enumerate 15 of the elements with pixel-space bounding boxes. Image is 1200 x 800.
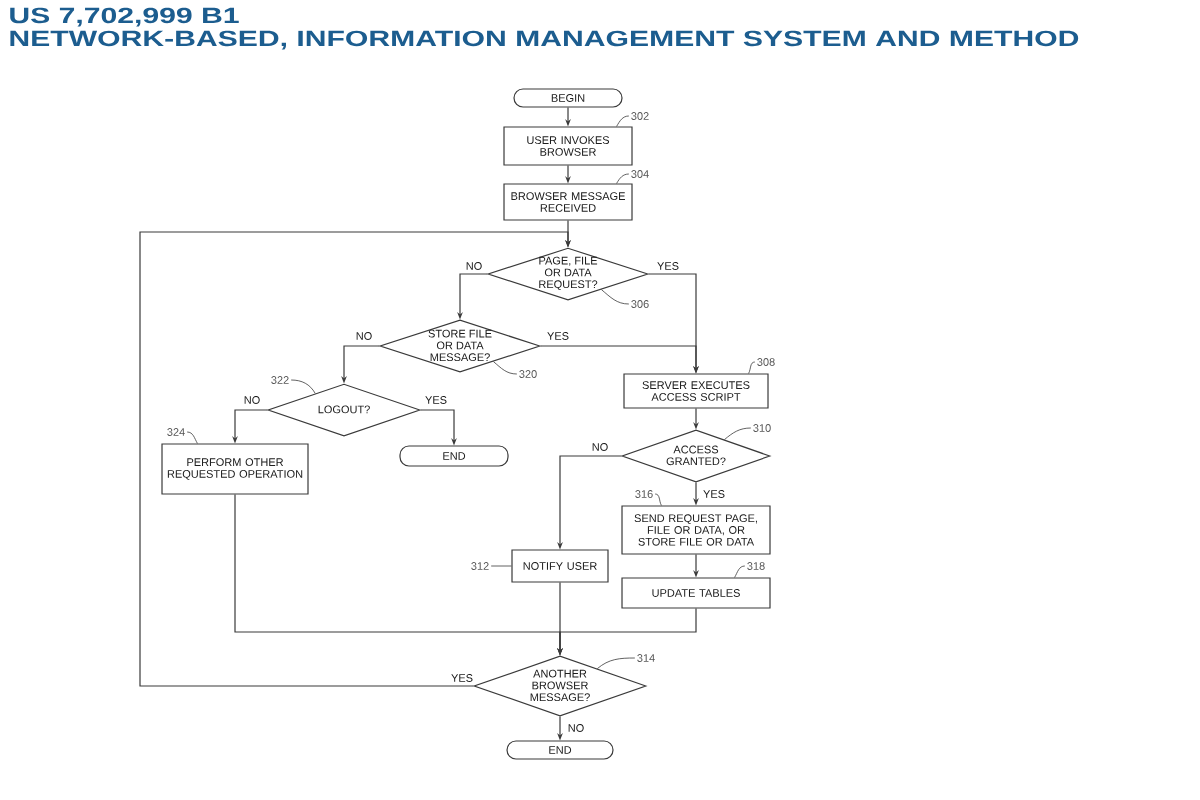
- leader-line: [490, 565, 512, 567]
- leader-line: [186, 431, 198, 444]
- leader-line: [724, 427, 752, 440]
- leader-line: [290, 379, 316, 394]
- leader-line: [748, 361, 756, 374]
- leader-line: [734, 565, 746, 578]
- leader-line: [493, 361, 518, 375]
- leader-line: [601, 289, 630, 305]
- leader-line: [616, 115, 630, 127]
- leader-line: [596, 657, 636, 669]
- title: NETWORK-BASED, INFORMATION MANAGEMENT SYSTEM AND METHOD: [10, 30, 1079, 50]
- arrow: [139, 231, 571, 687]
- patent-number: US 7,702,999 B1: [10, 7, 239, 27]
- leader-line: [654, 493, 662, 506]
- leader-line: [616, 173, 630, 184]
